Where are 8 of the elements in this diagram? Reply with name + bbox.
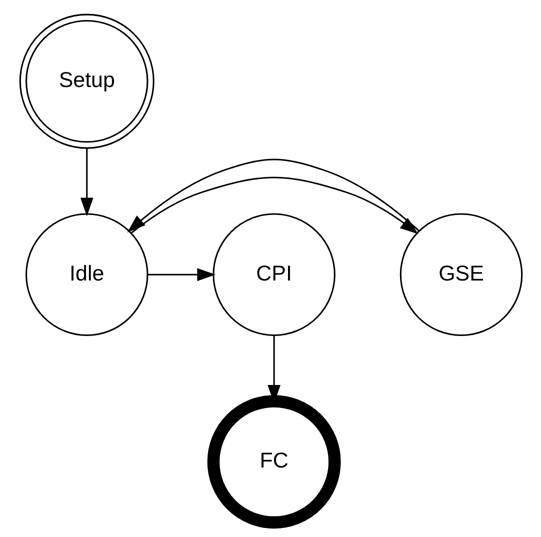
node-circle: CPI: [212, 213, 335, 336]
node-circle: Setup: [18, 14, 154, 149]
arrow: [130, 176, 418, 234]
node-circle: Idle: [25, 213, 148, 336]
arrow: [147, 268, 216, 282]
node-circle: FC: [206, 395, 340, 529]
arrow: [126, 158, 420, 233]
arrow: [80, 148, 93, 216]
